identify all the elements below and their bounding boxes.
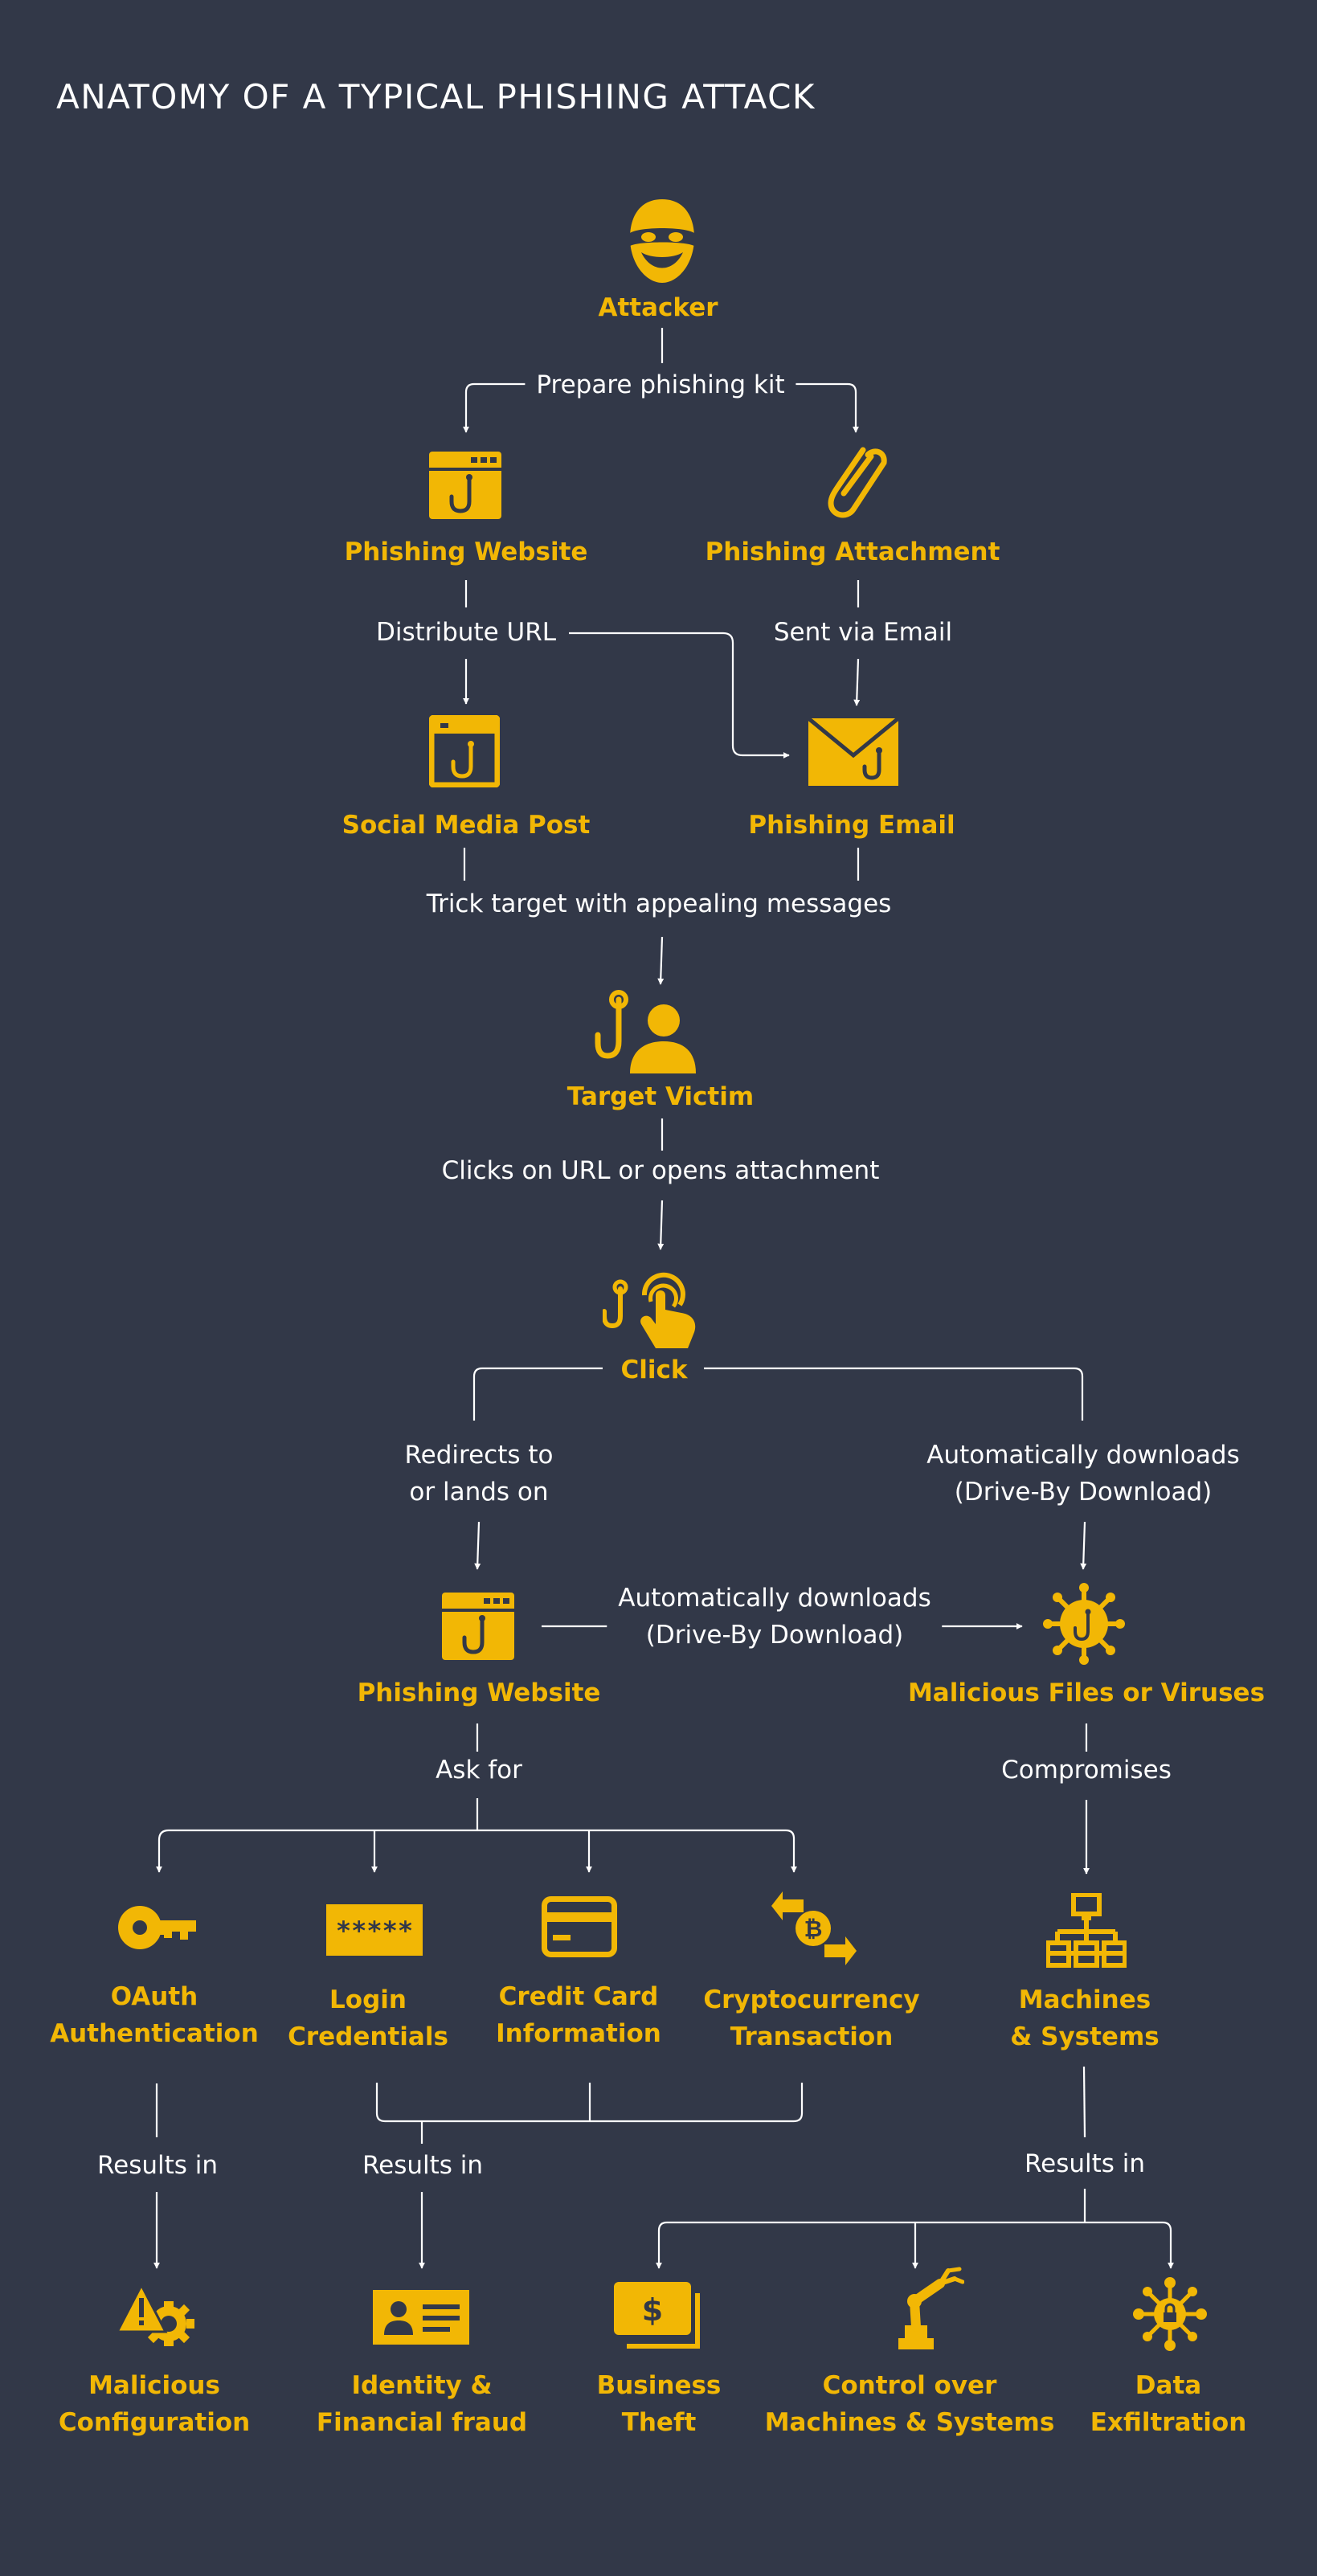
- node-identity-fraud: Identity & Financial fraud: [317, 2367, 527, 2441]
- hooked-person-icon: [595, 990, 696, 1073]
- node-cryptocurrency: Cryptocurrency Transaction: [703, 1981, 919, 2055]
- node-machines-systems: Machines & Systems: [1010, 1981, 1159, 2055]
- node-malicious-config-line2: Configuration: [58, 2408, 251, 2437]
- node-social-media-post: Social Media Post: [342, 811, 591, 840]
- node-data-line1: Data: [1135, 2371, 1202, 2400]
- edge-prepare-phishing-kit: Prepare phishing kit: [525, 366, 796, 403]
- page-title: ANATOMY OF A TYPICAL PHISHING ATTACK: [56, 77, 816, 117]
- node-oauth-line2: Authentication: [50, 2019, 259, 2048]
- edge-redirects-line2: or lands on: [409, 1478, 549, 1507]
- svg-text:*****: *****: [336, 1916, 413, 1946]
- robot-arm-icon: [892, 2266, 964, 2349]
- edge-distribute-url: Distribute URL: [364, 614, 568, 651]
- node-data-exfiltration: Data Exfiltration: [1090, 2367, 1247, 2441]
- svg-text:₿: ₿: [804, 1916, 823, 1942]
- warning-gear-icon: [117, 2284, 194, 2349]
- node-business-theft-line2: Theft: [621, 2408, 697, 2437]
- node-business-theft-line1: Business: [596, 2371, 722, 2400]
- node-phishing-email: Phishing Email: [748, 811, 955, 840]
- node-machines-line1: Machines: [1018, 1985, 1151, 2014]
- browser-hook-icon: [429, 452, 501, 519]
- node-crypto-line1: Cryptocurrency: [703, 1985, 920, 2014]
- node-machines-line2: & Systems: [1010, 2022, 1160, 2051]
- node-click: Click: [620, 1355, 688, 1384]
- edge-auto-download-right: Automatically downloads (Drive-By Downlo…: [915, 1437, 1251, 1511]
- node-identity-line2: Financial fraud: [316, 2408, 528, 2437]
- edge-auto-download-right-line1: Automatically downloads: [926, 1441, 1240, 1470]
- edge-results-in-2: Results in: [350, 2147, 495, 2184]
- bitcoin-exchange-icon: ₿: [771, 1888, 857, 1969]
- node-login-credentials: Login Credentials: [288, 1981, 448, 2055]
- edge-auto-download-mid-line2: (Drive-By Download): [645, 1621, 904, 1650]
- edge-auto-download-mid-line1: Automatically downloads: [618, 1584, 931, 1613]
- node-control-line2: Machines & Systems: [764, 2408, 1055, 2437]
- svg-text:$: $: [642, 2292, 663, 2328]
- key-icon: [116, 1901, 196, 1954]
- edge-sent-via-email: Sent via Email: [762, 614, 964, 651]
- edge-ask-for: Ask for: [424, 1752, 534, 1789]
- browser-hook-icon: [442, 1593, 514, 1660]
- node-malicious-config-line1: Malicious: [88, 2371, 220, 2400]
- node-phishing-website-2: Phishing Website: [357, 1678, 601, 1707]
- node-attacker: Attacker: [598, 293, 718, 322]
- envelope-hook-icon: [808, 718, 898, 786]
- node-crypto-line2: Transaction: [730, 2022, 894, 2051]
- data-lock-icon: [1133, 2277, 1207, 2351]
- node-malicious-configuration: Malicious Configuration: [59, 2367, 250, 2441]
- node-malicious-files: Malicious Files or Viruses: [907, 1678, 1266, 1707]
- edge-trick-target: Trick target with appealing messages: [415, 885, 903, 922]
- money-bill-icon: $: [614, 2282, 704, 2351]
- edge-compromises: Compromises: [990, 1752, 1183, 1789]
- node-login-line1: Login: [329, 1985, 407, 2014]
- edge-redirects-line1: Redirects to: [404, 1441, 554, 1470]
- node-credit-card: Credit Card Information: [496, 1978, 661, 2052]
- node-data-line2: Exfiltration: [1090, 2408, 1247, 2437]
- edge-results-in-3: Results in: [1012, 2145, 1157, 2182]
- password-field-icon: *****: [326, 1904, 423, 1956]
- node-target-victim: Target Victim: [566, 1082, 755, 1111]
- node-control-machines: Control over Machines & Systems: [765, 2367, 1055, 2441]
- node-credit-card-line2: Information: [496, 2019, 661, 2048]
- edge-results-in-1: Results in: [85, 2147, 230, 2184]
- network-icon: [1046, 1893, 1127, 1969]
- node-phishing-website: Phishing Website: [344, 538, 588, 566]
- edge-auto-download-right-line2: (Drive-By Download): [954, 1478, 1213, 1507]
- node-identity-line1: Identity &: [351, 2371, 493, 2400]
- hand-tap-icon: [603, 1258, 702, 1348]
- node-credit-card-line1: Credit Card: [498, 1982, 659, 2011]
- id-card-icon: [373, 2290, 469, 2345]
- post-hook-icon: [429, 715, 500, 787]
- masked-attacker-icon: [624, 196, 701, 286]
- node-login-line2: Credentials: [288, 2022, 448, 2051]
- node-phishing-attachment: Phishing Attachment: [705, 538, 1000, 566]
- edge-clicks-on-url: Clicks on URL or opens attachment: [430, 1152, 891, 1189]
- node-business-theft: Business Theft: [597, 2367, 722, 2441]
- node-oauth-line1: OAuth: [110, 1982, 198, 2011]
- edge-redirects: Redirects to or lands on: [393, 1437, 565, 1511]
- paperclip-icon: [821, 444, 890, 522]
- virus-icon: [1041, 1581, 1127, 1666]
- node-control-line1: Control over: [822, 2371, 997, 2400]
- edge-auto-download-mid: Automatically downloads (Drive-By Downlo…: [607, 1580, 943, 1654]
- node-oauth: OAuth Authentication: [50, 1978, 259, 2052]
- credit-card-icon: [542, 1896, 617, 1957]
